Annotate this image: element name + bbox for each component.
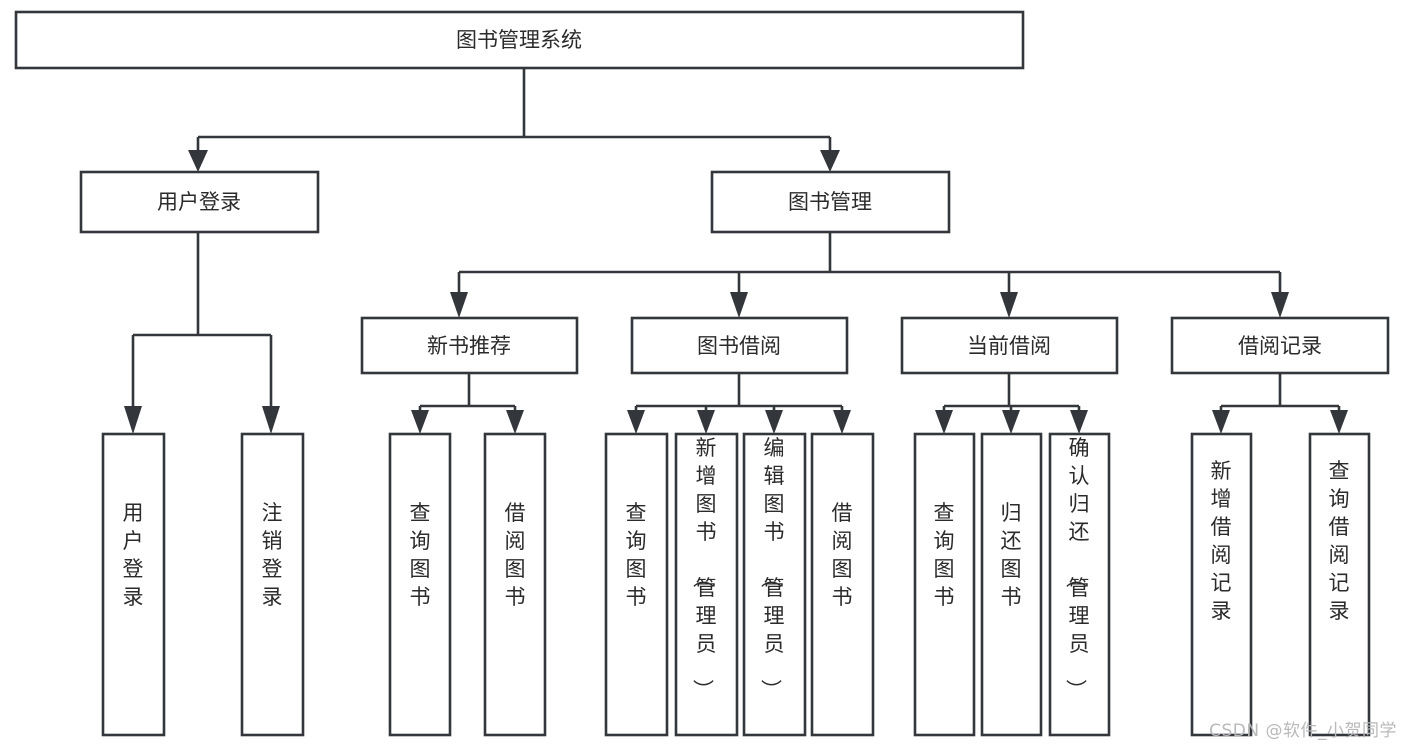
node-new-book-recommend[interactable]: 新书推荐 bbox=[360, 316, 579, 375]
leaf-newbook-query-book-label: 查询图书 bbox=[410, 501, 431, 609]
node-root-book-management-system[interactable]: 图书管理系统 bbox=[14, 10, 1025, 70]
arrowhead-newbook-borrow bbox=[506, 410, 524, 434]
leaf-borrow-edit-book-admin-label: 编辑图书（管理员） bbox=[759, 436, 785, 700]
node-book-borrow-label: 图书借阅 bbox=[697, 334, 781, 358]
csdn-watermark: CSDN @软件_小贺同学 bbox=[1209, 721, 1397, 741]
arrowhead-borrow-add bbox=[697, 410, 715, 434]
leaf-current-query-book-label: 查询图书 bbox=[934, 501, 955, 609]
node-book-management-label: 图书管理 bbox=[788, 190, 872, 214]
node-user-login-label: 用户登录 bbox=[157, 190, 241, 214]
node-borrow-record-label: 借阅记录 bbox=[1238, 334, 1322, 358]
arrowhead-record-query bbox=[1330, 410, 1348, 434]
node-book-borrow-box[interactable] bbox=[630, 316, 849, 375]
arrowhead-current-query bbox=[935, 410, 953, 434]
leaf-borrow-add-book-admin[interactable]: 新增图书（管理员） bbox=[674, 432, 739, 737]
leaf-borrow-add-book-admin-label: 新增图书（管理员） bbox=[691, 436, 717, 700]
leaf-borrow-edit-book-admin-box[interactable] bbox=[742, 432, 807, 737]
arrowhead-current-confirm bbox=[1070, 410, 1088, 434]
leaf-logout[interactable]: 注销登录 bbox=[240, 432, 305, 737]
leaf-user-login[interactable]: 用户登录 bbox=[101, 432, 166, 737]
leaf-borrow-lend-book[interactable]: 借阅图书 bbox=[810, 432, 875, 737]
leaf-record-add-record-label: 新增借阅记录 bbox=[1211, 459, 1232, 623]
leaf-current-confirm-return-admin-label: 确认归还（管理员） bbox=[1064, 436, 1090, 700]
leaf-borrow-lend-book-label: 借阅图书 bbox=[832, 501, 853, 609]
leaf-borrow-query-book[interactable]: 查询图书 bbox=[604, 432, 669, 737]
arrowhead-record bbox=[1271, 292, 1289, 318]
node-book-management-box[interactable] bbox=[710, 170, 951, 234]
arrowhead-leaf-logout bbox=[262, 406, 280, 434]
arrowhead-current-return bbox=[1002, 410, 1020, 434]
leaf-logout-box[interactable] bbox=[240, 432, 305, 737]
arrowhead-borrow-edit bbox=[765, 410, 783, 434]
leaf-current-confirm-return-admin[interactable]: 确认归还（管理员） bbox=[1048, 432, 1111, 737]
leaf-current-confirm-return-admin-box[interactable] bbox=[1048, 432, 1111, 737]
leaf-current-return-book-label: 归还图书 bbox=[1001, 501, 1022, 609]
leaf-newbook-borrow-book-label: 借阅图书 bbox=[505, 501, 526, 609]
node-user-login-box[interactable] bbox=[79, 170, 320, 234]
node-book-management[interactable]: 图书管理 bbox=[710, 170, 951, 234]
node-book-borrow[interactable]: 图书借阅 bbox=[630, 316, 849, 375]
leaf-newbook-borrow-book-box[interactable] bbox=[483, 432, 547, 737]
arrowhead-borrow bbox=[730, 292, 748, 318]
arrowhead-borrow-lend bbox=[833, 410, 851, 434]
arrowhead-borrow-query bbox=[627, 410, 645, 434]
leaf-newbook-query-book[interactable]: 查询图书 bbox=[388, 432, 452, 737]
node-new-book-recommend-box[interactable] bbox=[360, 316, 579, 375]
node-current-borrow-label: 当前借阅 bbox=[967, 334, 1051, 358]
arrowhead-book-mgmt bbox=[820, 150, 840, 172]
node-borrow-record[interactable]: 借阅记录 bbox=[1170, 316, 1390, 375]
leaf-record-add-record-box[interactable] bbox=[1190, 432, 1253, 737]
leaf-newbook-query-book-box[interactable] bbox=[388, 432, 452, 737]
node-current-borrow[interactable]: 当前借阅 bbox=[900, 316, 1119, 375]
leaf-current-return-book-box[interactable] bbox=[980, 432, 1043, 737]
arrowhead-leaf-user-login bbox=[124, 406, 142, 434]
leaf-borrow-lend-book-box[interactable] bbox=[810, 432, 875, 737]
node-new-book-recommend-label: 新书推荐 bbox=[427, 334, 511, 358]
node-root-label: 图书管理系统 bbox=[456, 28, 582, 52]
arrowhead-newbook bbox=[450, 292, 468, 318]
arrowhead-user-login bbox=[188, 150, 208, 172]
leaf-current-return-book[interactable]: 归还图书 bbox=[980, 432, 1043, 737]
leaf-record-query-record-label: 查询借阅记录 bbox=[1329, 459, 1350, 623]
leaf-current-query-book-box[interactable] bbox=[913, 432, 976, 737]
arrowhead-current bbox=[1000, 292, 1018, 318]
node-borrow-record-box[interactable] bbox=[1170, 316, 1390, 375]
leaf-logout-label: 注销登录 bbox=[262, 501, 283, 609]
leaf-record-add-record[interactable]: 新增借阅记录 bbox=[1190, 432, 1253, 737]
node-root-box[interactable] bbox=[14, 10, 1025, 70]
leaf-user-login-label: 用户登录 bbox=[123, 501, 144, 609]
leaf-current-query-book[interactable]: 查询图书 bbox=[913, 432, 976, 737]
leaf-borrow-query-book-box[interactable] bbox=[604, 432, 669, 737]
leaf-borrow-query-book-label: 查询图书 bbox=[626, 501, 647, 609]
node-user-login[interactable]: 用户登录 bbox=[79, 170, 320, 234]
leaf-record-query-record-box[interactable] bbox=[1308, 432, 1371, 737]
leaf-newbook-borrow-book[interactable]: 借阅图书 bbox=[483, 432, 547, 737]
leaf-user-login-box[interactable] bbox=[101, 432, 166, 737]
connector-layer bbox=[124, 68, 1348, 434]
leaf-record-query-record[interactable]: 查询借阅记录 bbox=[1308, 432, 1371, 737]
arrowhead-newbook-query bbox=[411, 410, 429, 434]
leaf-borrow-add-book-admin-box[interactable] bbox=[674, 432, 739, 737]
node-current-borrow-box[interactable] bbox=[900, 316, 1119, 375]
leaf-borrow-edit-book-admin[interactable]: 编辑图书（管理员） bbox=[742, 432, 807, 737]
arrowhead-record-add bbox=[1212, 410, 1230, 434]
